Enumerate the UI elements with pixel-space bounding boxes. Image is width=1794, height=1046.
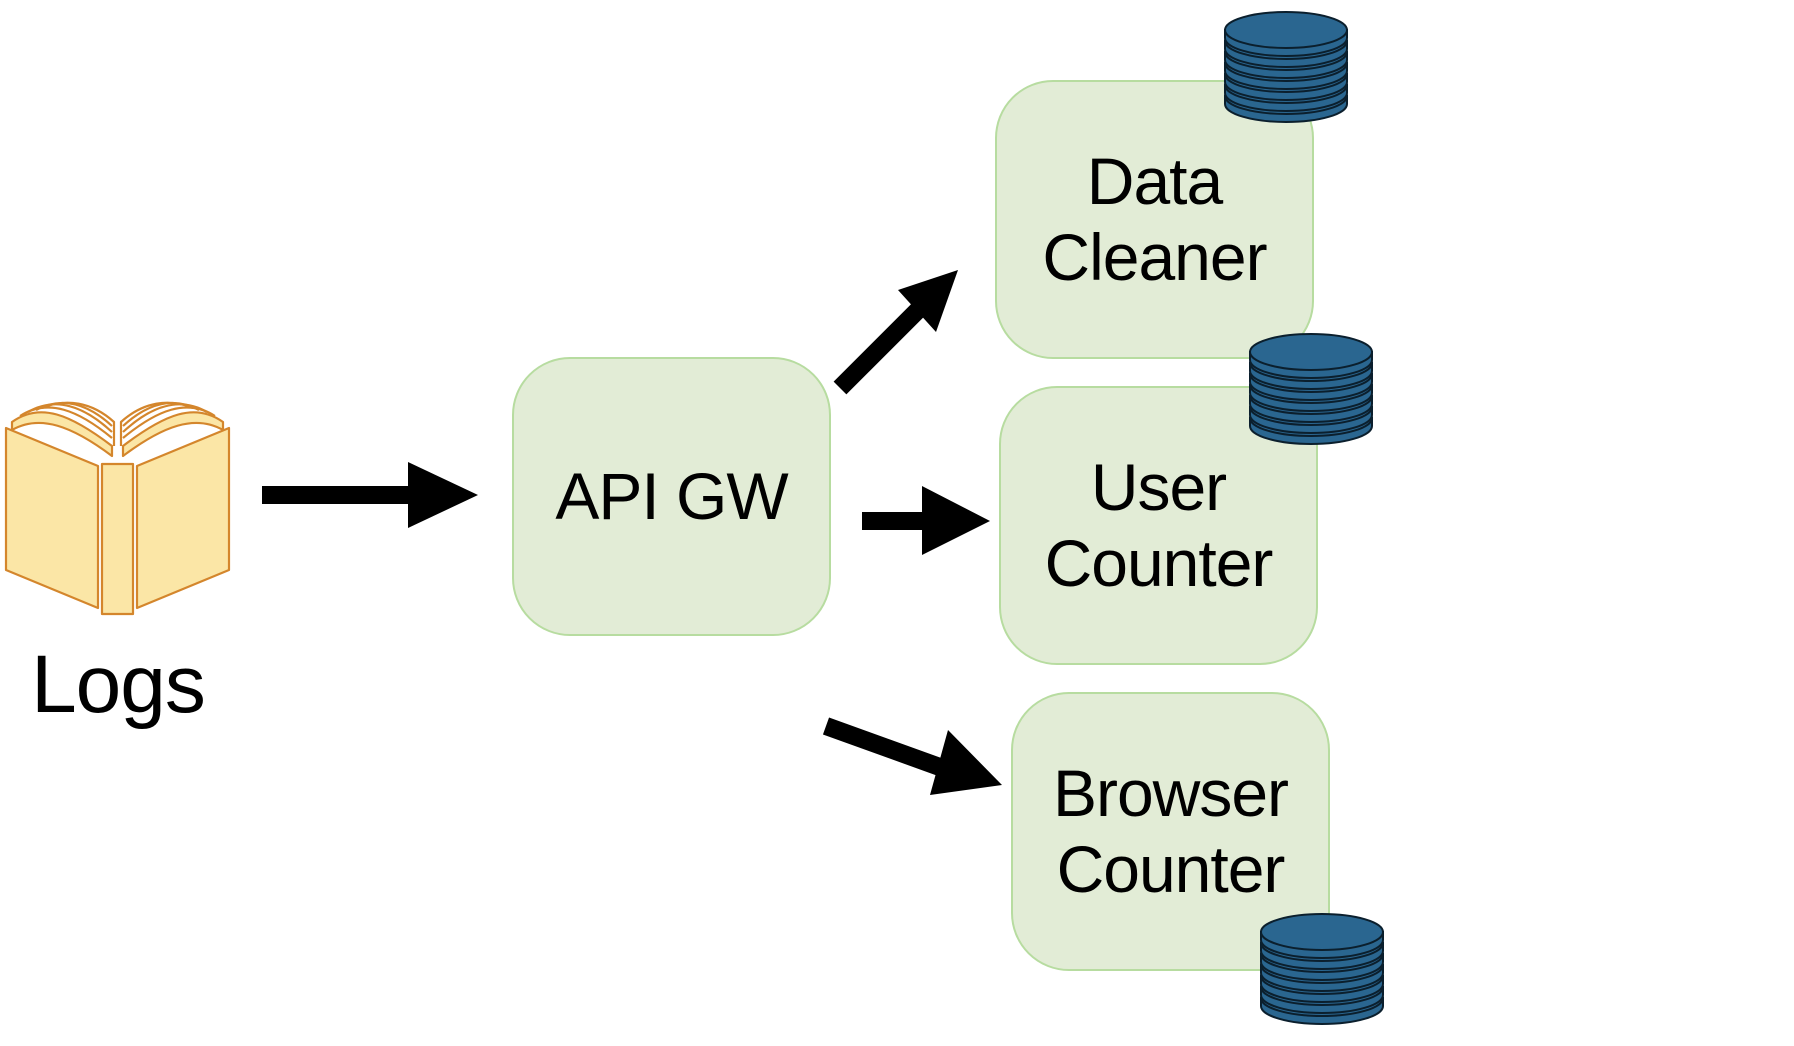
database-icon bbox=[1260, 913, 1384, 1025]
data-cleaner-node: Data Cleaner bbox=[995, 80, 1314, 359]
api-gw-node: API GW bbox=[512, 357, 831, 636]
arrow-api-gw-to-browser-counter bbox=[822, 717, 1002, 795]
browser-counter-line2: Counter bbox=[1056, 831, 1286, 906]
data-cleaner-line2: Cleaner bbox=[1042, 219, 1267, 294]
database-icon bbox=[1249, 333, 1373, 445]
api-gw-label: API GW bbox=[555, 458, 788, 533]
user-counter-line2: Counter bbox=[1044, 525, 1274, 600]
arrow-api-gw-to-data-cleaner bbox=[833, 270, 958, 395]
arrow-logs-to-api-gw bbox=[262, 462, 478, 528]
browser-counter-line1: Browser bbox=[1052, 755, 1289, 830]
user-counter-node: User Counter bbox=[999, 386, 1318, 665]
data-cleaner-line1: Data bbox=[1086, 143, 1223, 218]
browser-counter-label: Browser Counter bbox=[1052, 755, 1289, 908]
arrow-api-gw-to-user-counter bbox=[862, 486, 990, 555]
user-counter-line1: User bbox=[1090, 449, 1227, 524]
user-counter-label: User Counter bbox=[1044, 449, 1274, 602]
logs-label: Logs bbox=[31, 639, 206, 730]
data-cleaner-label: Data Cleaner bbox=[1042, 143, 1267, 296]
database-icon bbox=[1224, 11, 1348, 123]
